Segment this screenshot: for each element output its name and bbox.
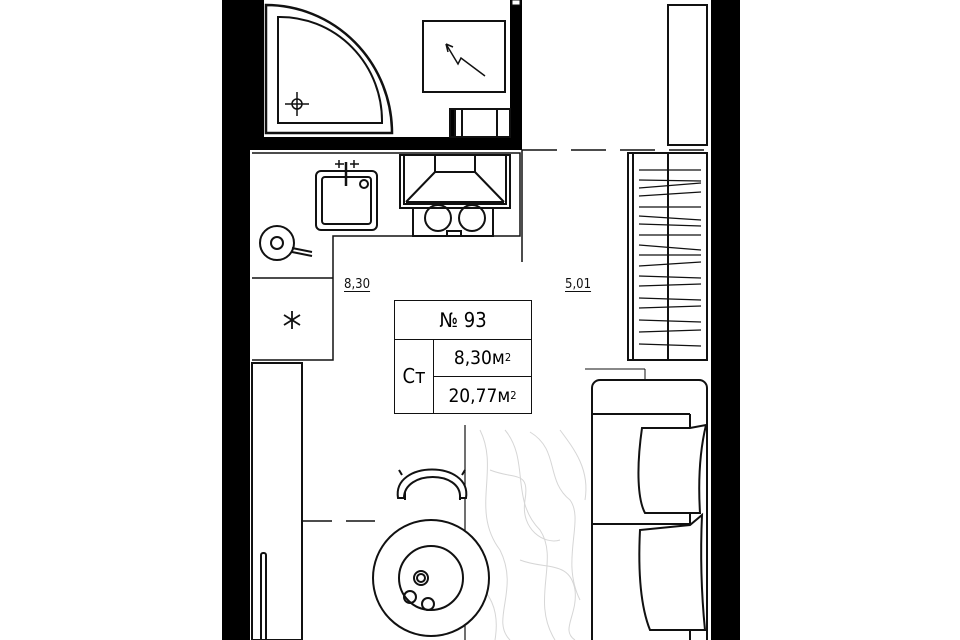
right-wall — [711, 0, 740, 640]
chair — [396, 468, 468, 500]
pillow — [638, 512, 707, 631]
pillow — [637, 423, 708, 514]
kitchen-area-label: 8,30 — [344, 277, 371, 292]
bathroom-bottom-wall — [250, 137, 522, 150]
unit-power: 2 — [510, 389, 517, 402]
rug — [464, 425, 587, 640]
total-area-value: 20,77м — [448, 384, 511, 407]
left-wall — [222, 0, 250, 640]
range-hood — [399, 154, 511, 237]
bathroom-inner-wall — [250, 0, 264, 137]
shower-cabin — [264, 3, 394, 135]
bathroom-right-wall — [510, 0, 522, 150]
fridge-snowflake-icon — [283, 311, 301, 329]
shower-drain-icon — [285, 92, 309, 116]
unit-power: 2 — [504, 351, 512, 364]
round-table — [372, 519, 490, 637]
apartment-number: № 93 — [395, 301, 531, 340]
apartment-type: Ст — [395, 339, 434, 413]
wardrobe-top — [667, 4, 708, 146]
hob-burner — [458, 204, 486, 232]
hob-burner — [424, 204, 452, 232]
kitchen-area-value: 8,30м — [453, 346, 505, 369]
electric-panel — [422, 20, 506, 93]
frying-pan-icon — [259, 225, 313, 261]
wardrobe-hall — [251, 362, 303, 640]
sink — [315, 160, 378, 231]
lightning-icon — [445, 43, 486, 77]
door-jamb — [511, 0, 521, 6]
washing-unit — [449, 108, 511, 138]
room-area-label: 5,01 — [565, 277, 592, 292]
wardrobe — [627, 152, 708, 361]
sofa — [585, 368, 708, 640]
